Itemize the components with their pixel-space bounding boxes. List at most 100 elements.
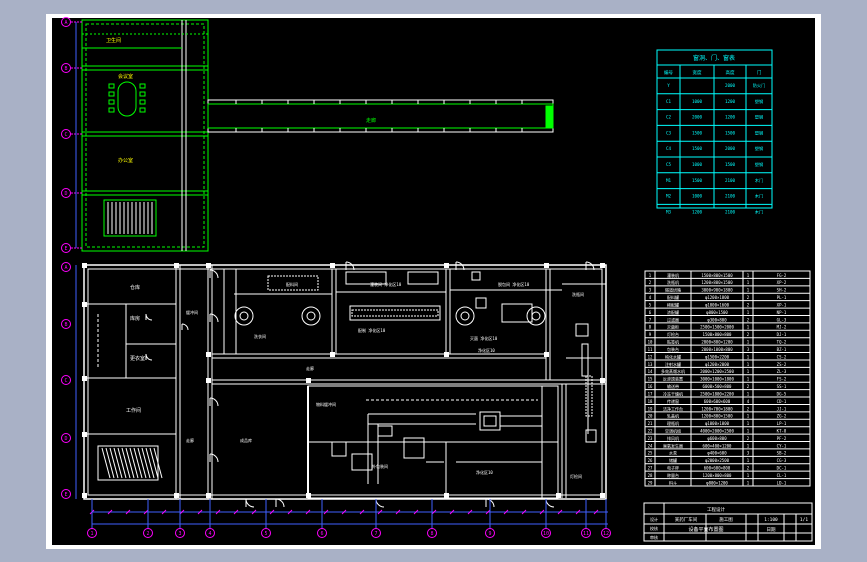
door-table-cell: C4 — [666, 146, 672, 151]
equipment-cell: ZS-2 — [777, 362, 787, 367]
equipment-cell: 2 — [747, 384, 750, 389]
room-top-1: 配料间 — [286, 281, 298, 287]
equipment-cell: 1 — [747, 421, 750, 426]
room-mid-1: 洗衣间 — [254, 333, 266, 339]
equipment-cell: 25 — [648, 451, 653, 456]
dimension-tick — [413, 509, 419, 515]
equipment-cell: 料斗 — [669, 479, 677, 485]
stair-step — [105, 447, 115, 479]
equipment-cell: 2 — [649, 280, 652, 285]
grid-bubble: B — [61, 63, 71, 73]
equipment-cell: 27 — [648, 466, 653, 471]
chair — [139, 91, 146, 97]
door-table-title: 窗洞、门、窗表 — [693, 54, 735, 62]
grid-bubble-label: A — [64, 265, 67, 271]
equipment-cell: ZG-2 — [777, 414, 787, 419]
structural-column — [206, 352, 211, 357]
chair — [139, 99, 146, 105]
equipment-cell: 包装台 — [667, 346, 679, 352]
grid-bubble-label: 9 — [488, 531, 491, 537]
equipment-cell: PF-2 — [777, 436, 787, 441]
structural-column — [544, 263, 549, 268]
chair — [108, 91, 115, 97]
door-table-cell: 塑钢 — [755, 114, 763, 121]
door-table-cell: 1500 — [692, 146, 703, 151]
equipment-cell: 2500×1500×2000 — [700, 325, 734, 330]
equipment-cell: 3 — [747, 451, 750, 456]
room-lower-1: 物料缓冲间 — [316, 401, 336, 407]
room-office: 办公室 — [118, 157, 133, 164]
door-table-cell: 木门 — [755, 177, 763, 184]
grid-bubble: A — [61, 262, 71, 272]
equipment-cell: 2 — [747, 406, 750, 411]
equipment-cell: DJ-1 — [777, 332, 787, 337]
door-swing — [209, 313, 219, 323]
door-table-cell: 1500 — [725, 162, 736, 167]
grid-bubble: 8 — [427, 528, 437, 538]
structural-column — [600, 378, 605, 383]
stair-step — [129, 447, 139, 479]
equipment-cell: SS-1 — [777, 384, 787, 389]
grid-bubble-label: 4 — [208, 531, 211, 537]
door-table-header: 编号 — [664, 69, 673, 76]
chair — [139, 83, 146, 89]
room-a2: 库房 — [130, 315, 140, 322]
grid-bubble: C — [61, 375, 71, 385]
dimension-tick — [107, 509, 113, 515]
equipment-cell: 1 — [747, 429, 750, 434]
door-table-cell: 2100 — [725, 178, 736, 183]
equipment-cell: 600×400×1200 — [703, 443, 732, 448]
dimension-tick — [305, 509, 311, 515]
door-table-cell: 1200 — [692, 209, 703, 214]
equipment-cell: 17 — [648, 391, 653, 396]
structural-column — [82, 432, 87, 437]
grid-bubble-label: D — [64, 436, 67, 442]
equipment-cell: 1 — [747, 369, 750, 374]
dimension-tick — [521, 509, 527, 515]
equipment-cell: 12 — [648, 354, 653, 359]
door-table-cell: C2 — [666, 115, 672, 120]
equipment-cell: 4 — [649, 295, 652, 300]
grid-bubble-label: B — [64, 66, 67, 72]
stair-step — [125, 447, 135, 479]
equipment-cell: DG-5 — [777, 391, 787, 396]
equipment-cell: 1 — [747, 458, 750, 463]
equipment-cell: 6000×500×800 — [703, 384, 732, 389]
equipment-cell: 1200×800×1500 — [701, 280, 733, 285]
title-block — [643, 502, 813, 542]
equipment-cell: 22 — [648, 429, 653, 434]
equipment-cell: 1 — [747, 414, 750, 419]
stair-step — [145, 447, 155, 479]
equipment-cell: GL-3 — [777, 317, 787, 322]
equipment-cell: SH-2 — [777, 288, 787, 293]
chair — [108, 83, 115, 89]
door-table-cell: M3 — [666, 209, 672, 214]
equipment-cell: 冷冻干燥机 — [663, 390, 683, 396]
equipment-cell: φ1000×1000 — [705, 421, 730, 426]
dimension-tick — [539, 509, 545, 515]
equipment-cell: 2000×1200×2500 — [700, 369, 734, 374]
door-table-cell: C3 — [666, 130, 672, 135]
equipment-cell: 1 — [747, 377, 750, 382]
equipment-cell: 1 — [747, 288, 750, 293]
equipment-cell: 24 — [648, 443, 653, 448]
room-mid-2: 配制 净化区10 — [358, 327, 386, 333]
dimension-tick — [287, 509, 293, 515]
equipment-cell: KT-8 — [777, 429, 787, 434]
equipment-cell: 18 — [648, 399, 653, 404]
door-table-cell: 塑钢 — [755, 98, 763, 105]
room-mid-5: 净化区10 — [478, 347, 495, 353]
stair-step — [133, 447, 143, 479]
room-lower-2: 外包装间 — [372, 463, 388, 469]
stair-step — [101, 447, 111, 479]
equipment-cell: 2000×1000×800 — [701, 347, 733, 352]
equipment-cell: 理瓶机 — [667, 420, 679, 426]
dimension-tick — [215, 509, 221, 515]
equipment-cell: 23 — [648, 436, 653, 441]
equipment-cell: 8 — [649, 325, 652, 330]
dimension-tick — [197, 509, 203, 515]
door-swing — [585, 261, 595, 271]
